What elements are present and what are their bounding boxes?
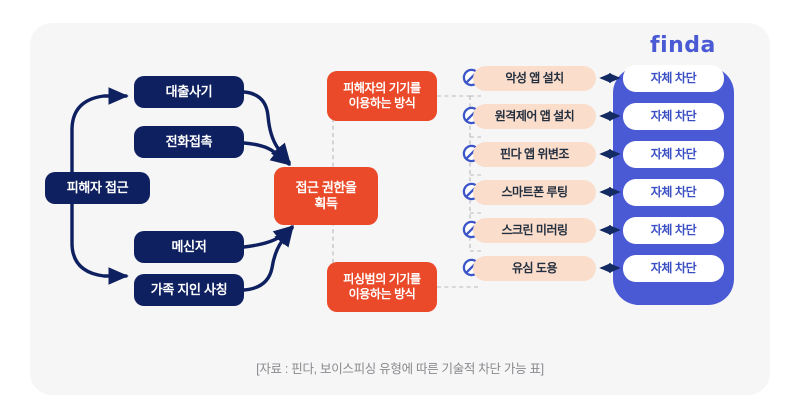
attack-row-0-label: 악성 앱 설치 xyxy=(505,71,564,86)
node-lower-channel-1-label: 가족 지인 사칭 xyxy=(150,282,228,298)
block-chip-1[interactable]: 자체 차단 xyxy=(623,103,724,130)
attack-row-1[interactable]: 원격제어 앱 설치 xyxy=(473,104,596,129)
attack-row-5-label: 유심 도용 xyxy=(512,261,558,276)
node-goal-label: 접근 권한을 획득 xyxy=(295,180,357,211)
node-method-0-label: 피해자의 기기를 이용하는 방식 xyxy=(343,81,421,110)
node-method-1[interactable]: 피싱범의 기기를 이용하는 방식 xyxy=(327,262,437,312)
attack-row-3[interactable]: 스마트폰 루팅 xyxy=(473,180,596,205)
attack-row-5[interactable]: 유심 도용 xyxy=(473,256,596,281)
block-chip-5[interactable]: 자체 차단 xyxy=(623,255,724,282)
block-chip-5-label: 자체 차단 xyxy=(650,261,697,276)
attack-row-4-label: 스크린 미러링 xyxy=(501,223,568,238)
source-caption: [자료 : 핀다, 보이스피싱 유형에 따른 기술적 차단 가능 표] xyxy=(256,362,544,376)
block-chip-3[interactable]: 자체 차단 xyxy=(623,179,724,206)
attack-row-3-label: 스마트폰 루팅 xyxy=(501,185,568,200)
block-chip-3-label: 자체 차단 xyxy=(650,185,697,200)
node-lower-channel-0-label: 메신저 xyxy=(171,239,207,255)
node-goal[interactable]: 접근 권한을 획득 xyxy=(274,167,378,225)
block-chip-1-label: 자체 차단 xyxy=(650,109,697,124)
node-upper-channel-0[interactable]: 대출사기 xyxy=(134,76,244,108)
finda-logo: finda xyxy=(650,33,716,58)
block-chip-4-label: 자체 차단 xyxy=(650,223,697,238)
attack-row-4[interactable]: 스크린 미러링 xyxy=(473,218,596,243)
block-chip-0[interactable]: 자체 차단 xyxy=(623,65,724,92)
node-method-0[interactable]: 피해자의 기기를 이용하는 방식 xyxy=(327,71,437,121)
node-method-1-label: 피싱범의 기기를 이용하는 방식 xyxy=(343,272,421,301)
block-chip-4[interactable]: 자체 차단 xyxy=(623,217,724,244)
node-entry[interactable]: 피해자 접근 xyxy=(45,172,150,204)
node-lower-channel-1[interactable]: 가족 지인 사칭 xyxy=(134,274,244,306)
node-upper-channel-1-label: 전화접촉 xyxy=(165,134,213,150)
attack-row-0[interactable]: 악성 앱 설치 xyxy=(473,66,596,91)
node-entry-label: 피해자 접근 xyxy=(66,180,129,196)
node-lower-channel-0[interactable]: 메신저 xyxy=(134,231,244,263)
node-upper-channel-0-label: 대출사기 xyxy=(165,84,213,100)
node-upper-channel-1[interactable]: 전화접촉 xyxy=(134,126,244,158)
block-chip-2[interactable]: 자체 차단 xyxy=(623,141,724,168)
block-chip-0-label: 자체 차단 xyxy=(650,71,697,86)
attack-row-2[interactable]: 핀다 앱 위변조 xyxy=(473,142,596,167)
attack-row-2-label: 핀다 앱 위변조 xyxy=(500,147,569,162)
attack-row-1-label: 원격제어 앱 설치 xyxy=(494,109,575,124)
block-chip-2-label: 자체 차단 xyxy=(650,147,697,162)
